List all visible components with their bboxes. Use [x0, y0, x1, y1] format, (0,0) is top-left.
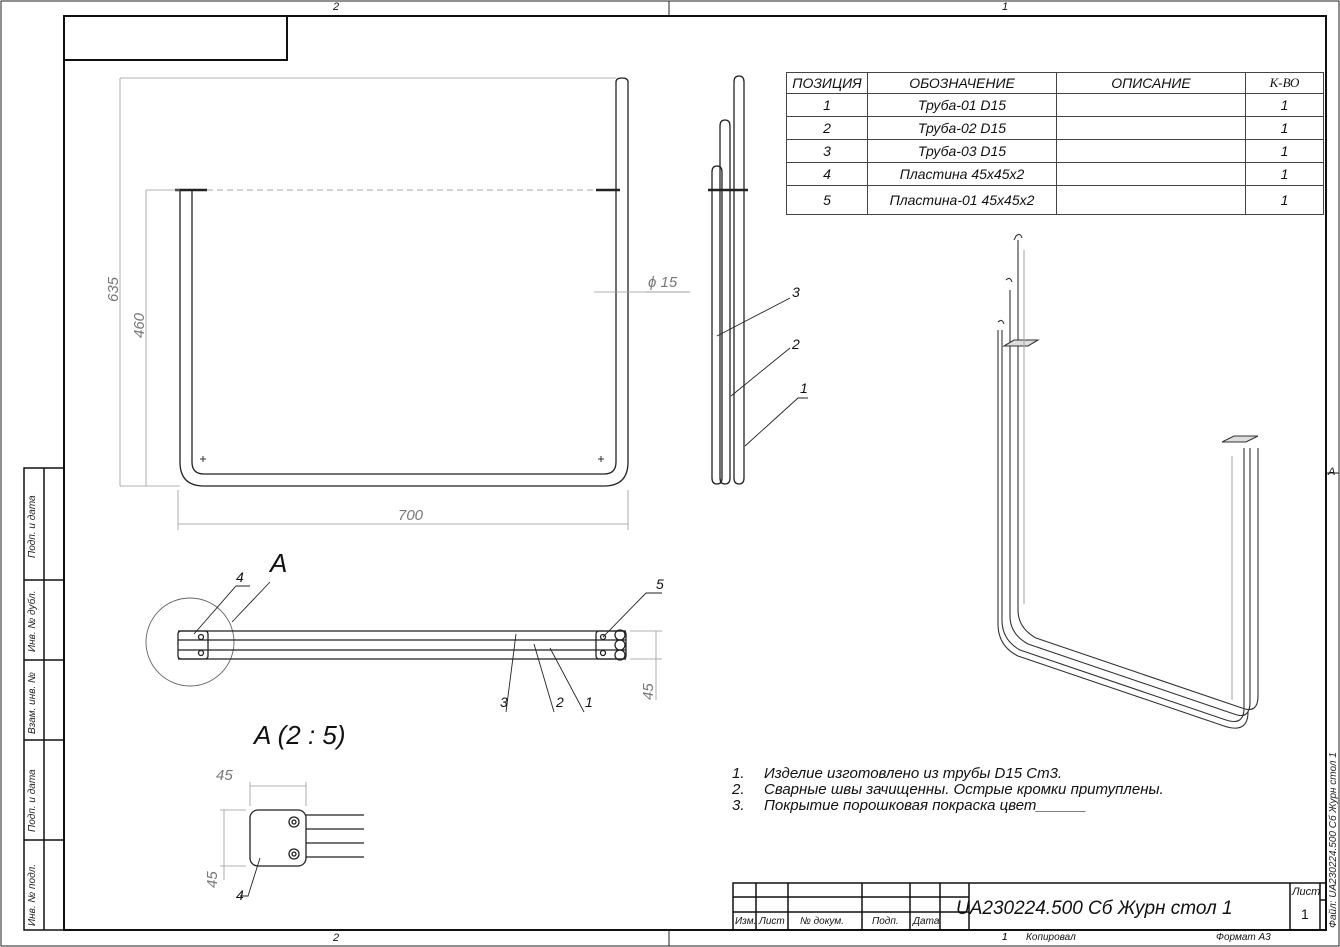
table-row: 1 Труба-01 D15 1: [786, 93, 1324, 117]
bom-header-qty: К-ВО: [1245, 72, 1324, 94]
dim-635: 635: [105, 276, 122, 302]
note-number: 1.: [732, 765, 745, 782]
callout-5-top: 5: [656, 576, 664, 592]
note-line: 1. Изделие изготовлено из трубы D15 Ст3.: [732, 766, 1164, 782]
top-view: [145, 581, 662, 713]
note-number: 3.: [732, 797, 745, 814]
zone-right-side: A: [1328, 466, 1336, 478]
bom-header-desc: ОПИСАНИЕ: [1056, 72, 1246, 94]
front-dimensions: [119, 77, 690, 530]
front-view: [175, 77, 629, 487]
bom-desc: [1056, 162, 1246, 186]
bom-desc: [1056, 116, 1246, 140]
table-row: 2 Труба-02 D15 1: [786, 116, 1324, 140]
detail-mark-a: A: [270, 548, 288, 578]
bom-name: Труба-03 D15: [867, 139, 1057, 163]
table-row: 4 Пластина 45х45х2 1: [786, 162, 1324, 186]
note-text: Покрытие порошковая покраска цвет______: [764, 797, 1087, 814]
tb-col-sign: Подп.: [872, 916, 899, 927]
callout-2-side: 2: [792, 336, 800, 352]
bom-qty: 1: [1245, 162, 1324, 186]
bom-qty: 1: [1245, 116, 1324, 140]
bom-name: Пластина-01 45х45х2: [867, 185, 1057, 215]
bom-qty: 1: [1245, 93, 1324, 117]
technical-notes: 1.Изделие изготовлено из трубы D15 Ст3. …: [732, 766, 1164, 814]
tb-copied: Копировал: [1026, 932, 1076, 943]
strip-label-replace-inv: Взам. инв. №: [27, 672, 38, 734]
tb-format: Формат А3: [1216, 932, 1271, 943]
tb-col-change: Изм.: [735, 916, 757, 927]
tb-col-sheet: Лист: [759, 916, 785, 927]
bom-name: Труба-01 D15: [867, 93, 1057, 117]
bom-desc: [1056, 185, 1246, 215]
dim-detail-height: 45: [204, 871, 221, 888]
detail-a-view: [220, 782, 364, 897]
callout-1-side: 1: [800, 380, 808, 396]
tb-col-doc: № докум.: [800, 916, 845, 927]
bom-header-row: ПОЗИЦИЯ ОБОЗНАЧЕНИЕ ОПИСАНИЕ К-ВО: [786, 72, 1324, 94]
dim-plate-45: 45: [640, 683, 657, 700]
bom-desc: [1056, 139, 1246, 163]
table-row: 5 Пластина-01 45х45х2 1: [786, 185, 1324, 215]
zone-bottom-left: 2: [333, 932, 340, 944]
note-line: 2. Сварные швы зачищенны. Острые кромки п…: [732, 782, 1164, 798]
left-strip: [23, 467, 65, 931]
bom-pos: 5: [786, 185, 868, 215]
callout-1-top: 1: [585, 694, 593, 710]
bom-name: Пластина 45х45х2: [867, 162, 1057, 186]
zone-top-left: 2: [333, 1, 340, 13]
isometric-view: [997, 233, 1259, 729]
bom-header-name: ОБОЗНАЧЕНИЕ: [867, 72, 1057, 94]
note-text: Изделие изготовлено из трубы D15 Ст3.: [764, 765, 1063, 782]
tb-file-label: Файл: UA230224.500 Сб Журн стол 1: [1328, 752, 1339, 928]
bom-pos: 2: [786, 116, 868, 140]
bom-pos: 4: [786, 162, 868, 186]
strip-label-sign-date: Подп. и дата: [27, 495, 38, 558]
note-line: 3. Покрытие порошковая покраска цвет_____…: [732, 798, 1164, 814]
table-row: 3 Труба-03 D15 1: [786, 139, 1324, 163]
bom-desc: [1056, 93, 1246, 117]
tb-col-date: Дата: [913, 916, 940, 927]
tb-designation: UA230224.500 Сб Журн стол 1: [956, 898, 1233, 919]
callout-4-detail: 4: [236, 887, 244, 903]
callout-3-side: 3: [792, 284, 800, 300]
detail-title: A (2 : 5): [254, 720, 346, 750]
callout-3-top: 3: [500, 694, 508, 710]
strip-label-orig-inv: Инв. № подл.: [27, 863, 38, 926]
side-view: [708, 75, 808, 485]
dim-diameter: ϕ 15: [648, 274, 678, 291]
bom-table: ПОЗИЦИЯ ОБОЗНАЧЕНИЕ ОПИСАНИЕ К-ВО 1 Труб…: [786, 72, 1324, 215]
callout-4-top: 4: [236, 569, 244, 585]
bom-pos: 3: [786, 139, 868, 163]
strip-label-dup-inv: Инв. № дубл.: [27, 590, 38, 653]
bom-pos: 1: [786, 93, 868, 117]
note-number: 2.: [732, 781, 745, 798]
stamp-box: [63, 15, 288, 61]
tb-sheet-no: 1: [1301, 906, 1309, 922]
dim-700: 700: [398, 507, 424, 524]
tb-sheet-label: Лист: [1292, 886, 1321, 898]
zone-top-right: 1: [1002, 1, 1009, 13]
dim-detail-width: 45: [216, 767, 233, 784]
title-block: [732, 882, 1327, 931]
bom-name: Труба-02 D15: [867, 116, 1057, 140]
tb-copied-no: 1: [1002, 932, 1008, 943]
bom-header-pos: ПОЗИЦИЯ: [786, 72, 868, 94]
zone-bottom-right: 1: [1002, 932, 1008, 943]
callout-2-top: 2: [556, 694, 564, 710]
bom-qty: 1: [1245, 185, 1324, 215]
dim-460: 460: [131, 312, 148, 338]
bom-qty: 1: [1245, 139, 1324, 163]
strip-label-sign-date-2: Подп. и дата: [27, 769, 38, 832]
note-text: Сварные швы зачищенны. Острые кромки при…: [764, 781, 1164, 798]
